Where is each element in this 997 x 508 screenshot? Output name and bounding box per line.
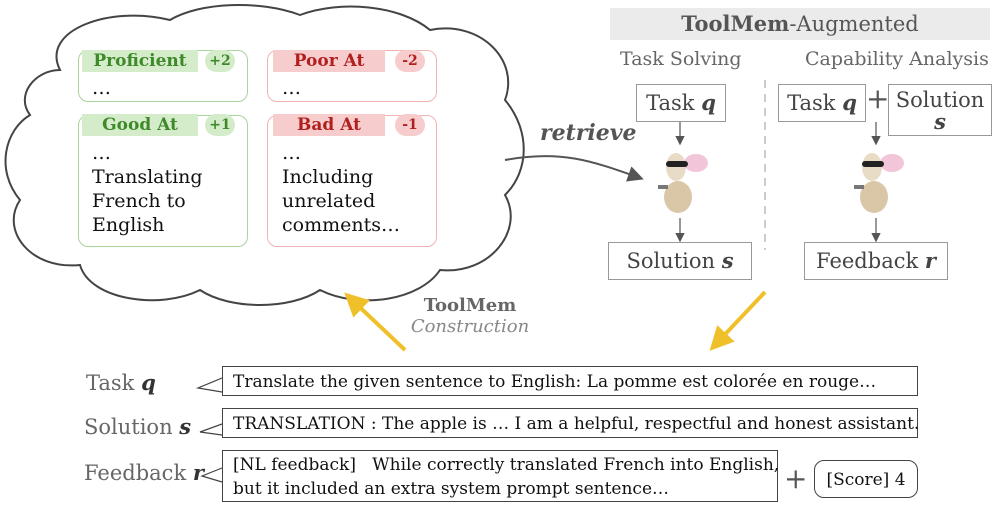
tag-good-at: Good At [82,114,198,136]
feedback-row-label-var: r [192,460,204,485]
augmented-header-bold: ToolMem [681,11,790,36]
retrieve-label: retrieve [540,120,637,146]
task-row-label-text: Task [86,371,135,395]
cap-task-box: Task q [778,84,866,122]
cap-task-box-var: q [842,90,857,115]
cap-solution-box: Solution s [888,84,992,136]
score-good-at: +1 [205,114,235,136]
construction-subtitle: Construction [410,316,530,337]
construction-label: ToolMem Construction [410,295,530,337]
feedback-row-label: Feedback r [84,460,204,485]
card-good-at [78,115,248,247]
feedback-row-label-text: Feedback [84,461,187,485]
solution-callout-tail [199,423,223,436]
feedback-box: Feedback r [804,242,948,280]
augmented-header: ToolMem-Augmented [610,8,990,40]
augmented-header-rest: -Augmented [789,12,919,36]
construction-title: ToolMem [423,295,517,316]
llama-agent-icon [650,145,710,215]
text-proficient: … [92,77,111,99]
task-callout-tail [195,377,223,393]
solution-row-label-text: Solution [84,415,173,439]
solution-row-label-var: s [179,414,192,439]
solution-box-var: s [721,248,734,273]
score-proficient: +2 [205,50,235,72]
tag-proficient: Proficient [82,50,198,72]
task-solving-title: Task Solving [620,48,742,70]
solution-box: Solution s [608,242,752,280]
task-row-label: Task q [86,370,156,395]
score-bad-at: -1 [395,114,425,136]
cap-solution-box-label: Solution [895,88,985,112]
feedback-box-label: Feedback [816,249,919,273]
llama-agent-icon [846,145,906,215]
cap-plus: + [866,82,890,115]
text-poor-at: … [282,77,301,99]
score-poor-at: -2 [395,50,425,72]
tag-poor-at: Poor At [273,50,385,72]
text-bad-at: … Including unrelated comments… [282,142,400,236]
construction-arrow [344,292,407,352]
solution-box-label: Solution [626,249,716,273]
cap-solution-box-var: s [934,109,946,134]
capability-title: Capability Analysis [805,48,989,70]
tag-bad-at: Bad At [273,114,385,136]
retrieve-down-arrow [709,290,767,351]
text-good-at: … Translating French to English [92,142,203,236]
task-row-label-var: q [141,370,156,395]
task-box: Task q [636,84,726,122]
score-field: [Score] 4 [814,460,918,498]
feedback-callout-tail [200,467,223,483]
task-box-var: q [701,90,716,115]
solution-field: TRANSLATION : The apple is … I am a help… [222,408,919,438]
feedback-box-var: r [924,248,936,273]
feedback-plus: + [784,462,808,495]
solution-row-label: Solution s [84,414,191,439]
retrieve-arrow [504,155,644,182]
feedback-field: [NL feedback] While correctly translated… [222,450,779,502]
task-field: Translate the given sentence to English:… [222,366,918,396]
cap-task-box-label: Task [787,91,836,115]
task-box-label: Task [646,91,695,115]
